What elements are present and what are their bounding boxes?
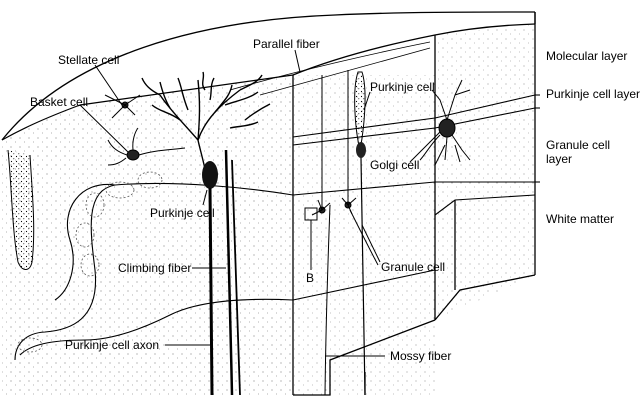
front-face-left [1, 74, 294, 395]
label-granule-cell-layer: Granule cell layer [546, 138, 611, 166]
basket-cell [107, 127, 186, 166]
block-edges [292, 12, 536, 396]
layer-boundaries [292, 94, 536, 301]
purkinje-soma-main [202, 161, 218, 189]
purkinje-axon-main [208, 187, 214, 396]
label-basket-cell: Basket cell [30, 95, 89, 109]
label-purkinje-cell-bottom: Purkinje cell [150, 206, 215, 220]
label-purkinje-cell-top: Purkinje cell [370, 80, 435, 94]
leader-lines [79, 49, 441, 357]
front-face-right [293, 24, 535, 397]
label-mossy-fiber: Mossy fiber [390, 349, 452, 363]
label-b-marker: B [306, 271, 315, 285]
label-white-matter: White matter [546, 212, 615, 226]
folium-granule-band [14, 182, 294, 361]
label-stellate-cell: Stellate cell [58, 53, 120, 67]
label-granule-cell: Granule cell [381, 260, 446, 274]
label-golgi-cell: Golgi cell [370, 158, 420, 172]
golgi-cell [419, 79, 471, 166]
label-climbing-fiber: Climbing fiber [118, 261, 192, 275]
parallel-fibers [229, 41, 431, 96]
mossy-fiber-path [324, 204, 331, 396]
climbing-fiber-path [224, 149, 234, 396]
purkinje-row-outlines [17, 171, 163, 353]
label-molecular-layer: Molecular layer [546, 49, 628, 63]
label-parallel-fiber: Parallel fiber [253, 37, 320, 51]
sulcus [7, 149, 35, 270]
layer-brackets [535, 94, 540, 183]
axon-secondary [231, 159, 241, 396]
granule-cells [304, 70, 379, 266]
purkinje-cell-main [141, 71, 271, 186]
label-purkinje-cell-layer: Purkinje cell layer [546, 87, 641, 101]
label-purkinje-cell-axon: Purkinje cell axon [65, 338, 160, 352]
